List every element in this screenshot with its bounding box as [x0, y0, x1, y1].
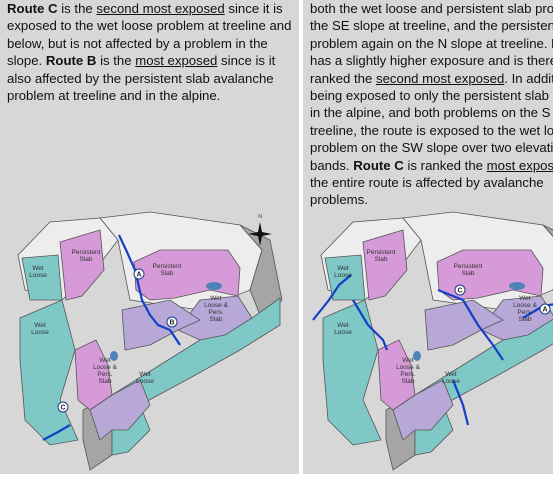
route-marker-label: B [169, 320, 174, 327]
text-fragment: is the [96, 53, 136, 69]
route-b-marker: B [166, 316, 178, 328]
text-fragment: bands. [310, 157, 354, 173]
lake [509, 282, 525, 290]
text-line: problem again on the N slope at treeline… [310, 35, 553, 52]
text-fragment: being exposed to only the persistent sla… [310, 88, 553, 104]
persistent-slab-zone [436, 249, 544, 301]
route-marker-circle [166, 316, 178, 328]
mixed-problem-zone [89, 379, 151, 441]
text-line: problems. [310, 191, 553, 208]
text-line: problem on the SW slope over two elevati… [310, 139, 553, 156]
left-panel: Route C is the second most exposed since… [0, 0, 299, 474]
route-marker-label: A [542, 307, 547, 314]
lake [110, 351, 118, 361]
rock-cliff [542, 224, 553, 292]
text-line: both the wet loose and persistent slab p… [310, 0, 553, 17]
text-line: has a slightly higher exposure and is th… [310, 52, 553, 69]
route-marker-label: A [136, 272, 141, 279]
text-fragment: the entire route is affected by avalanch… [310, 175, 544, 191]
route-name: R [551, 36, 553, 51]
persistent-slab-zone [362, 229, 408, 301]
text-fragment: treeline, the route is exposed to the we… [310, 122, 553, 138]
text-line: ranked the second most exposed. In addit… [310, 70, 553, 87]
route-line [437, 288, 504, 361]
route-line [118, 234, 181, 346]
text-line: being exposed to only the persistent sla… [310, 87, 553, 104]
route-marker-label: C [457, 288, 462, 295]
text-fragment: problem on the SW slope over two elevati… [310, 140, 553, 156]
second-most-exposed-text: second most exposed [96, 1, 225, 16]
route-c-name: Route C [7, 1, 58, 16]
text-line: the entire route is affected by avalanch… [310, 174, 553, 191]
text-line: bands. Route C is ranked the most expose [310, 157, 553, 174]
route-line [42, 424, 71, 441]
north-label: N [258, 214, 262, 220]
right-panel: both the wet loose and persistent slab p… [303, 0, 553, 474]
route-line [352, 299, 389, 351]
route-line [451, 379, 470, 426]
route-marker-circle [454, 284, 466, 296]
text-fragment: in the alpine, and both problems on the … [310, 105, 553, 121]
persistent-slab-zone [133, 249, 241, 301]
route-a-marker: A [539, 303, 551, 315]
persistent-slab-zone [59, 229, 105, 301]
text-fragment: since it is exposed to the wet loose pro… [7, 1, 292, 69]
exposure-rank-text: most expose [486, 157, 553, 173]
text-fragment: both the wet loose and persistent slab p… [310, 1, 553, 16]
text-fragment: . In additi [504, 70, 553, 86]
text-fragment: has a slightly higher exposure and is th… [310, 53, 553, 69]
most-exposed-text: most exposed [135, 53, 218, 69]
text-fragment: ranked the [310, 70, 376, 86]
text-fragment: problems. [310, 192, 368, 208]
route-name: Route C [353, 157, 404, 173]
lake [413, 351, 421, 361]
lake [206, 282, 222, 290]
route-c-marker: C [454, 284, 466, 296]
route-marker-circle [539, 303, 551, 315]
mixed-problem-zone [121, 299, 201, 351]
text-fragment: the SE slope at treeline, and the persis… [310, 18, 553, 34]
north-arrow-icon [248, 222, 272, 246]
mixed-problem-zone [392, 379, 454, 441]
route-marker-circle [57, 401, 69, 413]
route-line [312, 274, 352, 321]
text-fragment: is ranked the [403, 157, 487, 173]
text-fragment: since is it also affected by the persist… [7, 53, 276, 104]
route-marker-circle [133, 268, 145, 280]
text-line: the SE slope at treeline, and the persis… [310, 17, 553, 34]
exposure-rank-text: second most exposed [375, 70, 505, 86]
route-a-marker: A [133, 268, 145, 280]
text-fragment: problem again on the N slope at treeline… [310, 35, 552, 51]
route-b-name: Route B [45, 53, 97, 69]
text-line: treeline, the route is exposed to the we… [310, 122, 553, 139]
left-explanation-text: Route C is the second most exposed since… [7, 0, 293, 104]
wet-loose-zone [19, 299, 79, 446]
route-marker-label: C [60, 405, 65, 412]
right-explanation-text: both the wet loose and persistent slab p… [310, 0, 553, 209]
text-fragment: is the [57, 1, 97, 16]
wet-loose-zone [322, 299, 382, 446]
route-c-marker: C [57, 401, 69, 413]
text-line: in the alpine, and both problems on the … [310, 104, 553, 121]
